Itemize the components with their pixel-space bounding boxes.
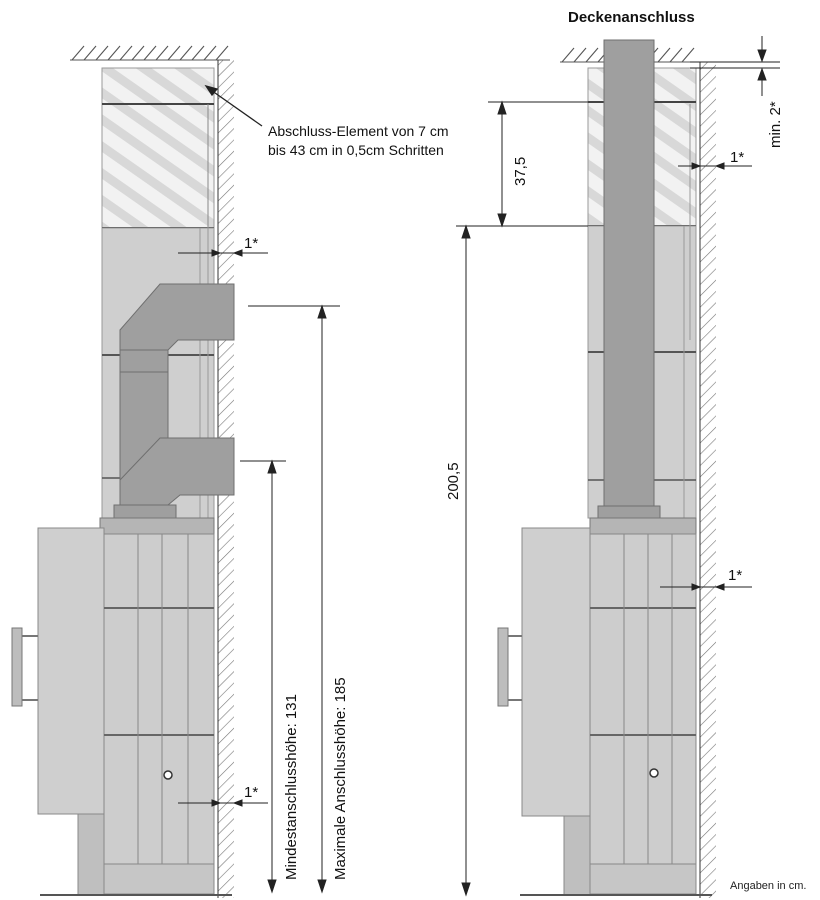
min-height-dimension xyxy=(240,459,286,894)
closure-note-line2: bis 43 cm in 0,5cm Schritten xyxy=(268,142,444,158)
min-gap-label: min. 2* xyxy=(767,101,784,148)
min-height-label: Mindestanschlusshöhe: 131 xyxy=(283,694,300,880)
max-height-label: Maximale Anschlusshöhe: 185 xyxy=(332,677,349,880)
right-diagram: Deckenanschluss xyxy=(445,9,806,898)
right-stove xyxy=(497,517,712,896)
right-gap-marker-middle xyxy=(660,583,752,591)
left-gap-marker-bottom xyxy=(178,799,268,807)
max-height-dimension xyxy=(248,304,340,894)
dimension-37-5 xyxy=(488,100,588,228)
dimension-200-5-label: 200,5 xyxy=(445,462,462,500)
min-gap-marker xyxy=(690,36,780,96)
left-ceiling-hatch xyxy=(70,45,230,61)
gap-label-3: 1* xyxy=(730,149,744,166)
ceiling-connection-title: Deckenanschluss xyxy=(568,9,695,26)
right-gap-marker-top xyxy=(678,162,752,170)
closure-leader-arrow xyxy=(204,84,263,127)
left-diagram: 1* 1* Abschluss-Element von 7 cm bis 43 … xyxy=(11,45,449,898)
gap-label-2: 1* xyxy=(244,784,258,801)
left-closure-element xyxy=(101,67,215,229)
dimension-37-5-label: 37,5 xyxy=(512,157,529,186)
right-flue-pipe xyxy=(603,39,655,507)
left-gap-marker-top xyxy=(178,249,268,257)
right-wall xyxy=(700,62,716,898)
left-stove xyxy=(11,517,232,896)
gap-label-1: 1* xyxy=(244,235,258,252)
gap-label-4: 1* xyxy=(728,567,742,584)
units-note: Angaben in cm. xyxy=(730,880,806,892)
left-flue-pipe xyxy=(113,283,235,521)
dimension-200-5 xyxy=(456,224,490,897)
closure-note-line1: Abschluss-Element von 7 cm xyxy=(268,123,449,139)
